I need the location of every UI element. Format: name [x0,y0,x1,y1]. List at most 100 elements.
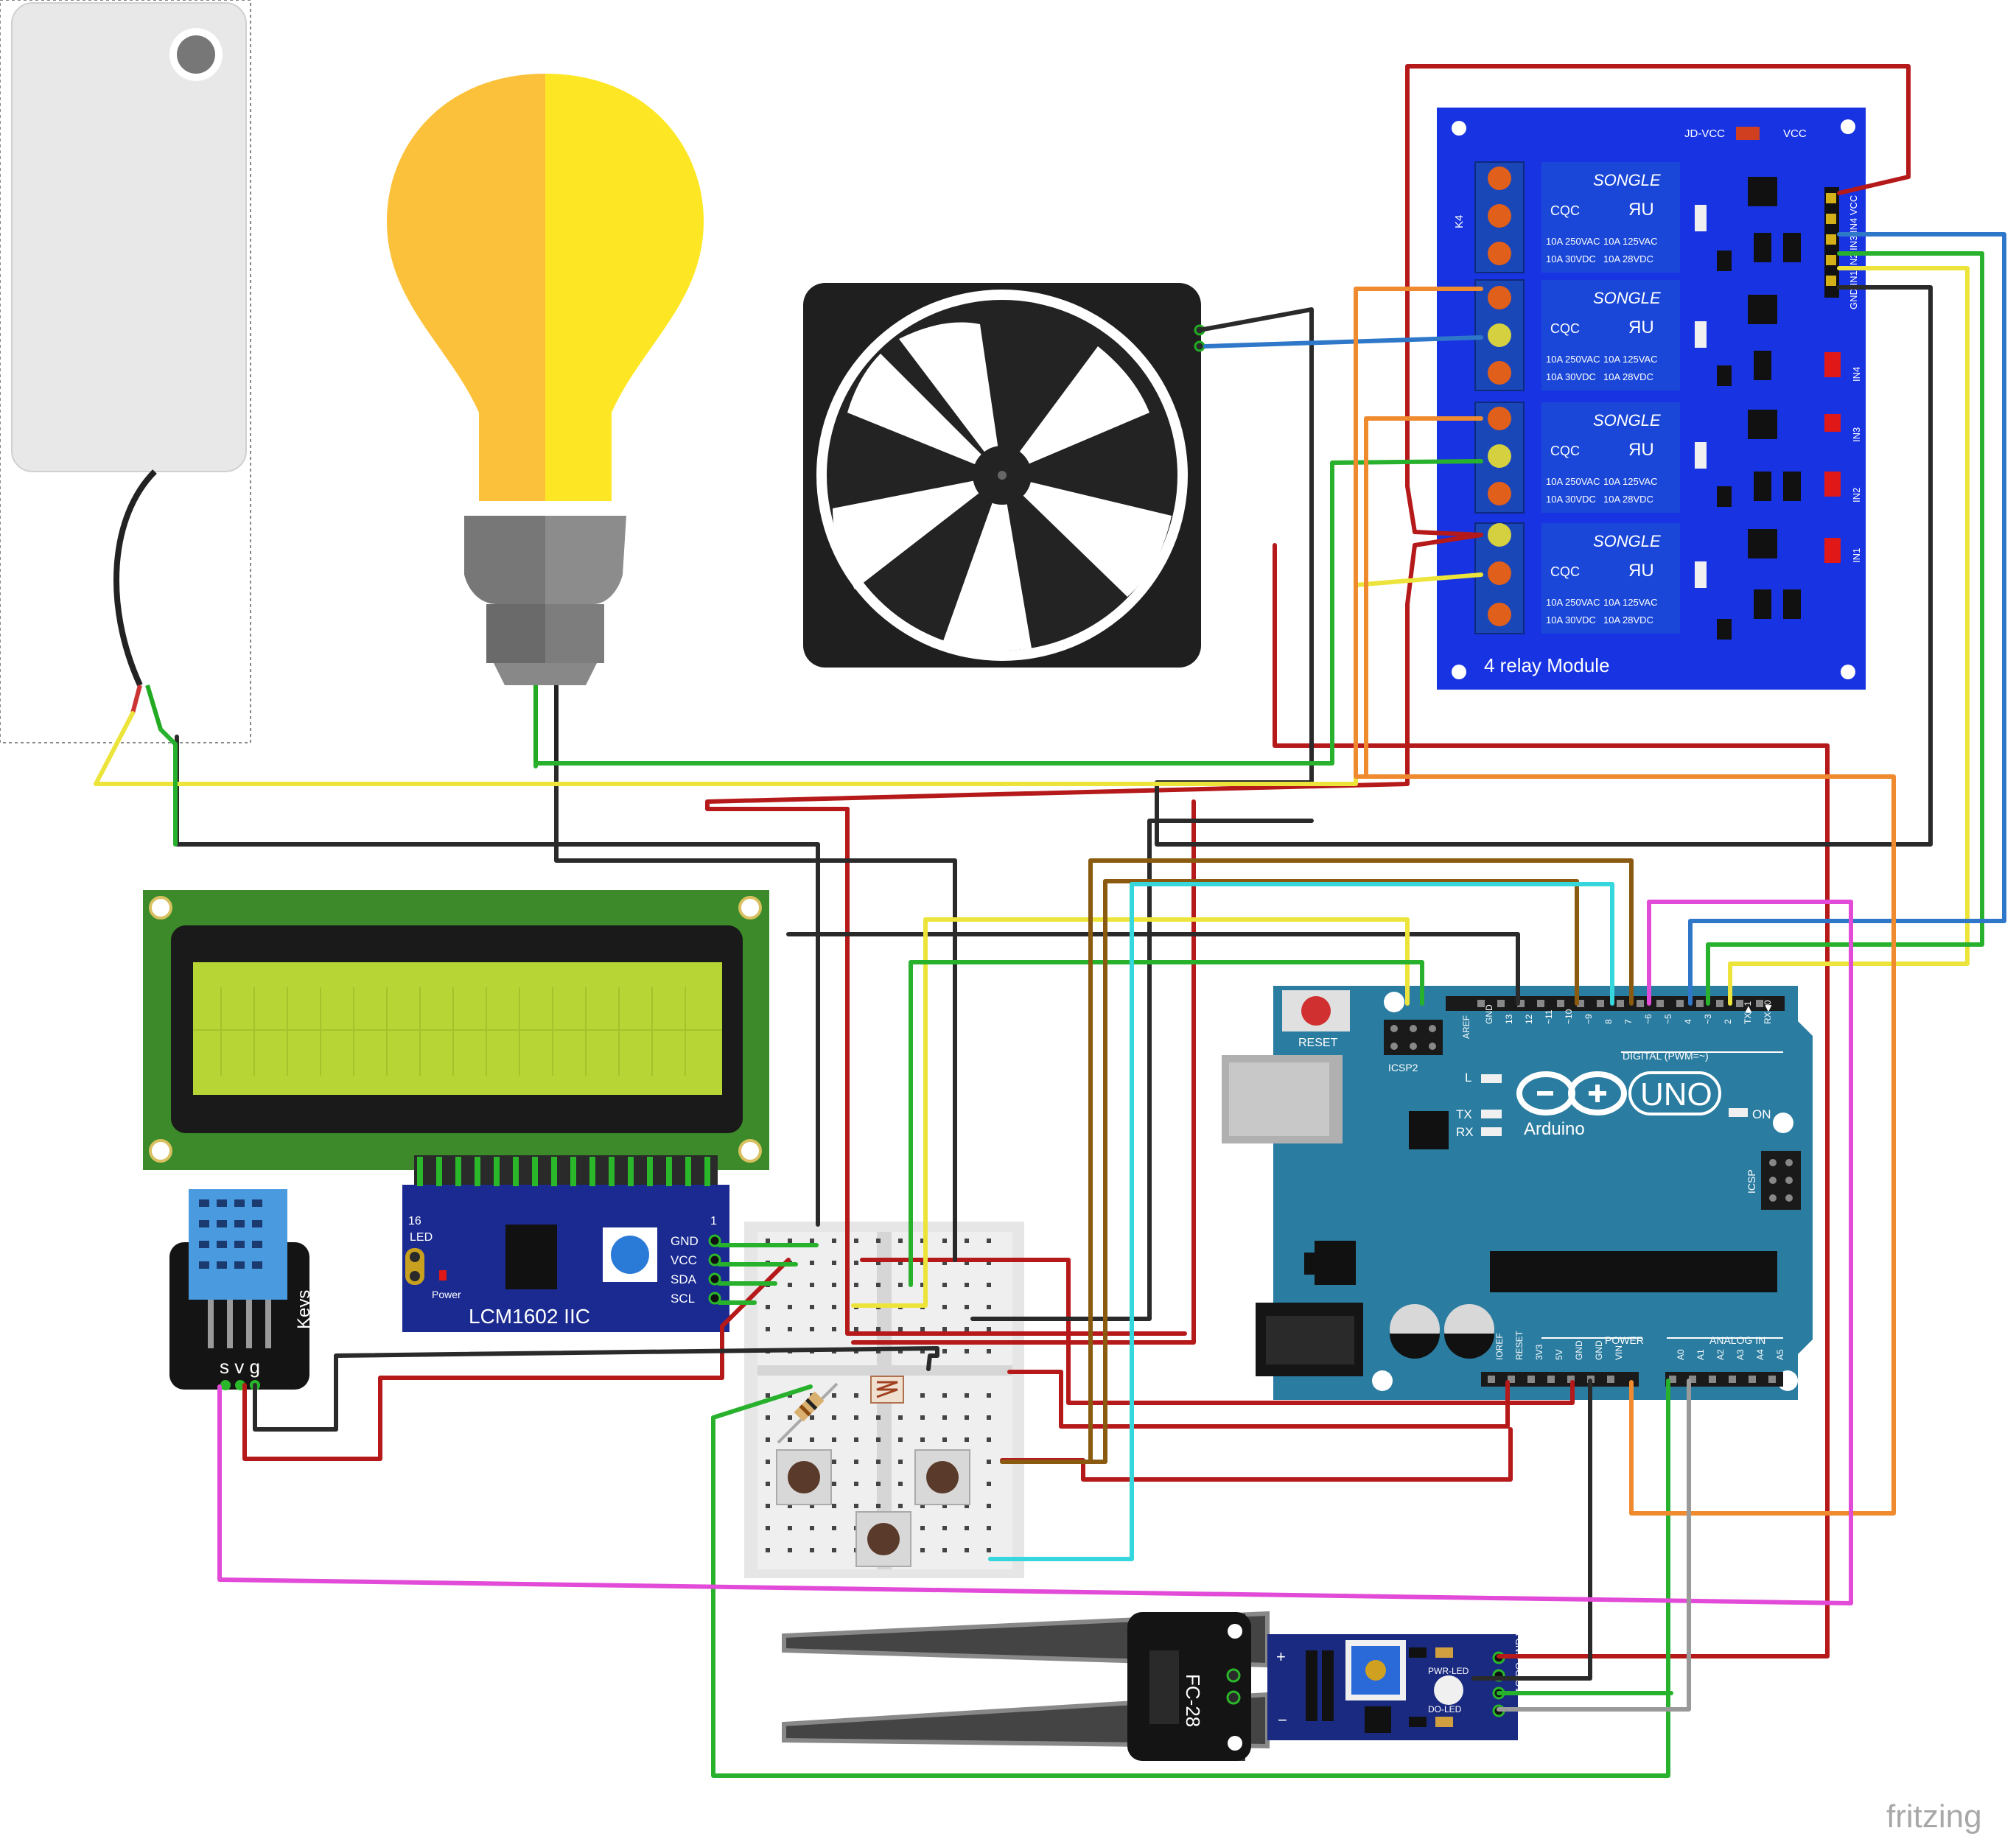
bb-hole [942,1261,947,1265]
bb-hole [876,1504,881,1508]
bb-hole [766,1327,770,1331]
relay-brand: SONGLE [1593,171,1661,189]
bb-hole [942,1526,947,1530]
digital-pin[interactable] [1537,1000,1544,1007]
digital-label: DIGITAL (PWM=~) [1623,1050,1709,1062]
analog-pin[interactable] [1749,1376,1756,1383]
bb-hole [942,1437,947,1442]
analog-pin[interactable] [1689,1376,1696,1383]
digital-pin[interactable] [1617,1000,1624,1007]
bb-hole [942,1327,947,1331]
bb-hole [987,1305,991,1309]
bb-hole [987,1526,991,1530]
bb-hole [965,1393,969,1398]
bb-hole [766,1548,770,1552]
power-pin[interactable] [1488,1376,1495,1383]
bb-hole [832,1437,836,1442]
mcu-chip [1490,1251,1777,1292]
analog-pin[interactable] [1729,1376,1736,1383]
digital-pin[interactable] [1577,1000,1584,1007]
bb-hole [942,1305,947,1309]
bb-hole [898,1327,903,1331]
digital-pin-label: ~5 [1663,1014,1673,1024]
relay-channel-3: SONGLE CQC ЯU 10A 250VAC 10A 125VAC 10A … [1474,279,1680,391]
plus-label: + [1276,1647,1286,1666]
bb-hole [810,1504,814,1508]
bb-hole [942,1504,947,1508]
bb-hole [987,1437,991,1442]
relay-spec: 10A 28VDC [1603,253,1653,265]
bb-hole [942,1283,947,1287]
bb-hole [788,1526,792,1530]
analog-pin-label: A2 [1715,1349,1726,1360]
bb-hole [920,1548,925,1552]
push-button-bottom[interactable] [855,1511,911,1567]
bb-hole [832,1393,836,1398]
analog-pin-label: A0 [1676,1349,1686,1360]
power-pin[interactable] [1547,1376,1555,1383]
relay-brand: SONGLE [1593,289,1661,307]
digital-pin[interactable] [1756,1000,1763,1007]
power-pin[interactable] [1508,1376,1515,1383]
push-button-right[interactable] [914,1449,970,1505]
bb-hole [876,1460,881,1464]
bb-hole [965,1327,969,1331]
lcd-pin-scl: SCL [671,1292,695,1306]
relay-spec: 10A 125VAC [1603,236,1657,247]
power-header [1481,1372,1639,1387]
digital-pin-label: 13 [1504,1014,1514,1024]
digital-pin[interactable] [1477,1000,1485,1007]
digital-pin[interactable] [1696,1000,1704,1007]
bb-hole [876,1415,881,1420]
bb-hole [788,1548,792,1552]
relay-brand: SONGLE [1593,532,1661,550]
digital-pin[interactable] [1736,1000,1743,1007]
lcd-pin-vcc: VCC [671,1253,697,1267]
digital-pin[interactable] [1497,1000,1505,1007]
power-pin[interactable] [1607,1376,1614,1383]
digital-pin[interactable] [1716,1000,1723,1007]
power-pin-label: 5V [1554,1349,1564,1360]
bb-hole [810,1415,814,1420]
bb-hole [898,1460,903,1464]
arduino-logo-icon [1516,1071,1627,1115]
bb-hole [876,1349,881,1353]
in1-label: IN1 [1851,548,1862,563]
digital-pin[interactable] [1517,1000,1525,1007]
power-pin[interactable] [1567,1376,1575,1383]
digital-pin[interactable] [1557,1000,1564,1007]
relay-ul: ЯU [1628,318,1654,337]
analog-pin[interactable] [1709,1376,1716,1383]
digital-pin-label: 8 [1603,1019,1614,1024]
bb-hole [987,1393,991,1398]
digital-pin[interactable] [1597,1000,1604,1007]
bb-hole [788,1437,792,1442]
bb-hole [788,1239,792,1243]
bb-hole [898,1261,903,1265]
bb-hole [942,1393,947,1398]
bb-hole [810,1526,814,1530]
bb-hole [810,1437,814,1442]
bb-hole [920,1327,925,1331]
digital-pin[interactable] [1656,1000,1664,1007]
push-button-left[interactable] [776,1449,832,1505]
in2-label: IN2 [1851,488,1862,502]
relay-ul: ЯU [1628,200,1654,220]
power-pin-label: IOREF [1494,1333,1505,1360]
analog-pin[interactable] [1768,1376,1776,1383]
wires [94,64,2006,1778]
digital-pin[interactable] [1676,1000,1684,1007]
power-pin[interactable] [1527,1376,1535,1383]
soil-probe: FC-28 [782,1611,1270,1761]
relay-spec: 10A 125VAC [1603,476,1657,487]
bb-hole [876,1239,881,1243]
digital-pin-label: TX▶1 [1743,1001,1753,1024]
reset-button[interactable] [1282,990,1350,1031]
relay-spec: 10A 125VAC [1603,354,1657,365]
icsp-label: ICSP [1746,1169,1757,1194]
digital-pin[interactable] [1637,1000,1644,1007]
analog-pin[interactable] [1669,1376,1676,1383]
relay-spec: 10A 125VAC [1603,597,1657,608]
power-pin-label: 3V3 [1534,1344,1544,1360]
